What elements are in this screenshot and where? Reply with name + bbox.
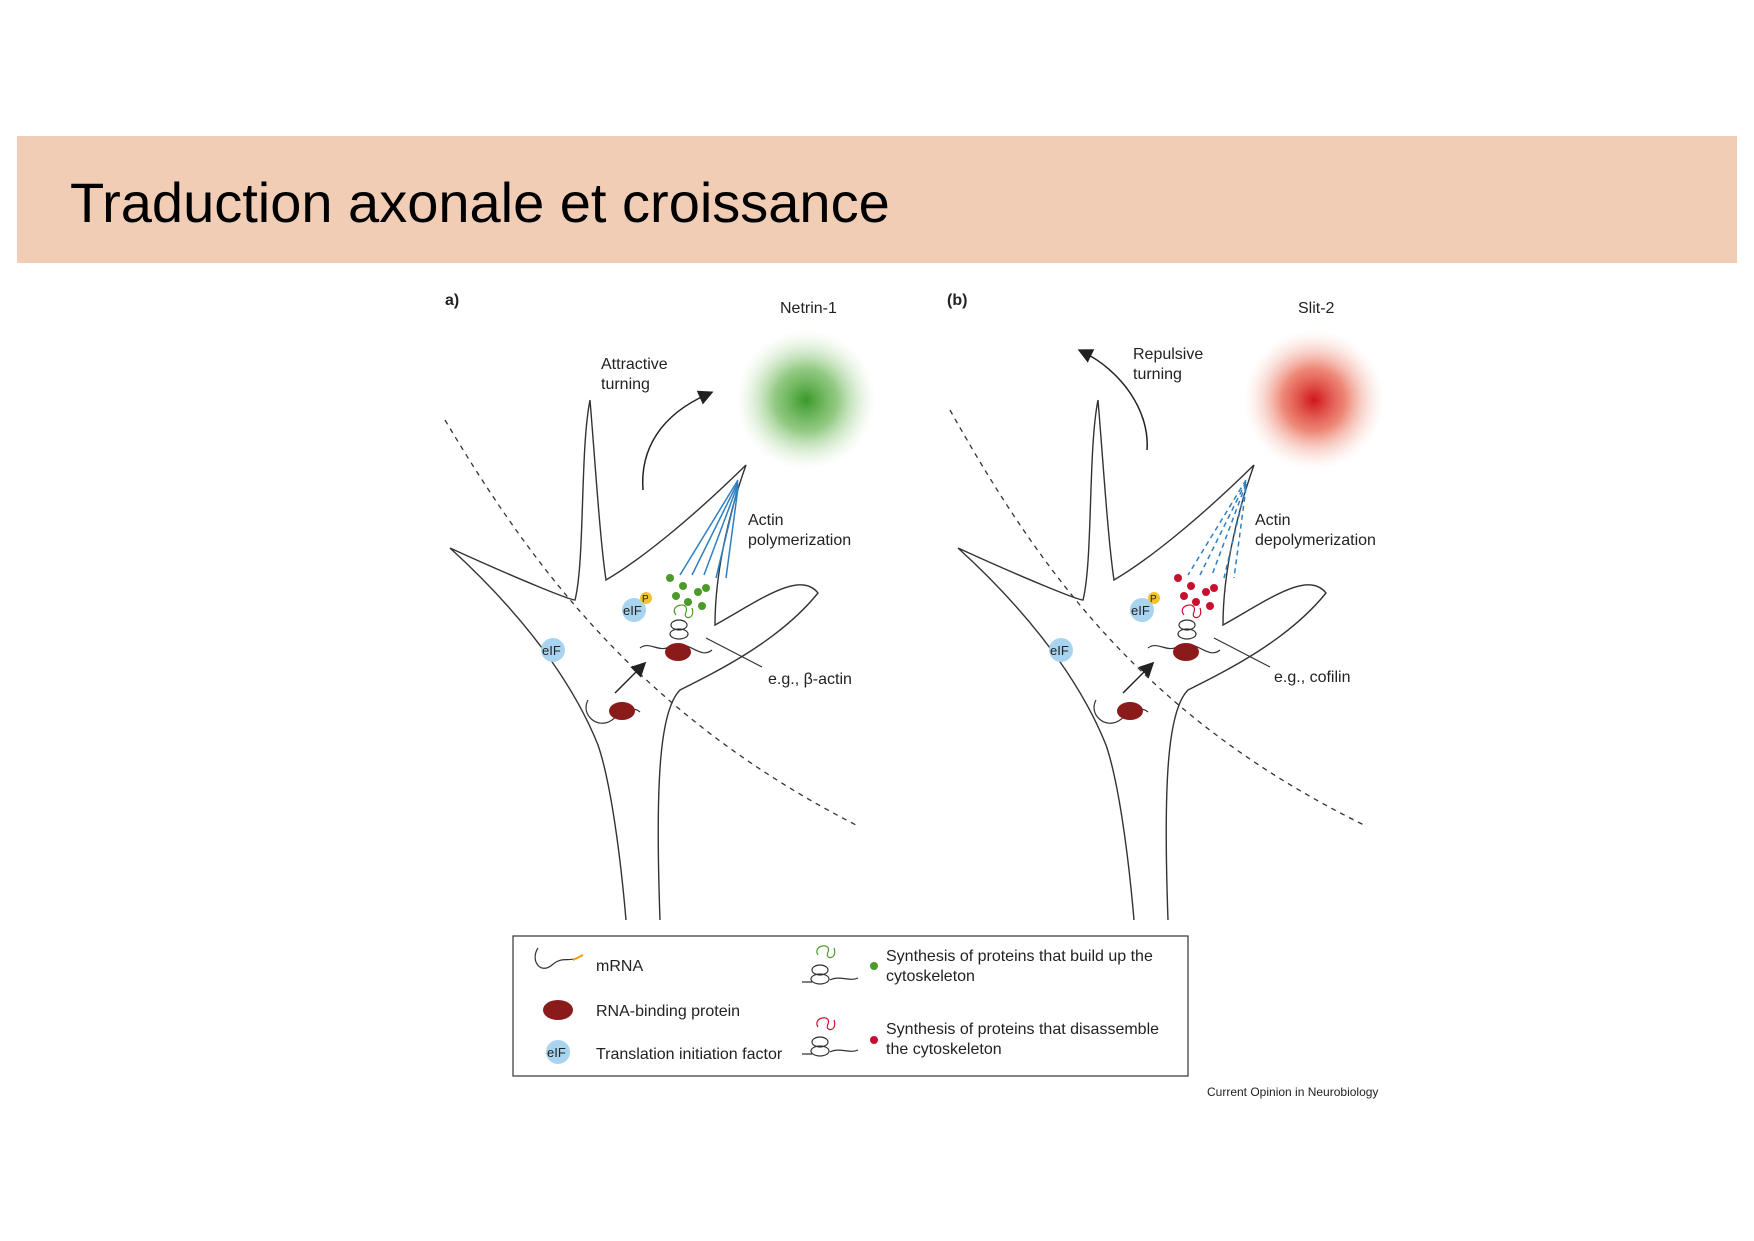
panel-b: (b) Slit-2 Repulsive turning Actin depol… (947, 292, 1384, 921)
actin-depoly-line2: depolymerization (1255, 532, 1376, 549)
title-band: Traduction axonale et croissance (17, 136, 1737, 263)
legend-build-line1: Synthesis of proteins that build up the (886, 948, 1153, 965)
rna-binding-protein-icon (1117, 702, 1143, 720)
legend-rbp: RNA-binding protein (596, 1003, 740, 1020)
figure-credit: Current Opinion in Neurobiology (1207, 1085, 1378, 1099)
slit-gradient (1244, 330, 1384, 470)
panel-a-cue-label: Netrin-1 (780, 300, 837, 317)
svg-text:eIF: eIF (547, 1045, 566, 1060)
svg-text:P: P (1150, 594, 1157, 605)
panel-b-cue-label: Slit-2 (1298, 300, 1335, 317)
panel-b-label: (b) (947, 292, 967, 309)
svg-text:eIF: eIF (623, 603, 642, 618)
eif-icon: eIF (546, 1040, 570, 1064)
ribosome-icon (1177, 604, 1202, 640)
ribosome-icon (669, 604, 694, 640)
repulsive-turning-line2: turning (1133, 366, 1182, 383)
svg-text:eIF: eIF (542, 643, 561, 658)
legend-box (512, 935, 1189, 1077)
legend-disassemble-line2: the cytoskeleton (886, 1041, 1002, 1058)
example-b: e.g., cofilin (1274, 669, 1350, 686)
transport-arrow (1122, 661, 1155, 694)
growth-cone-a-outline (449, 399, 819, 921)
example-pointer (705, 637, 763, 668)
growth-cone-b-outline (957, 399, 1327, 921)
transport-arrow (614, 661, 647, 694)
legend-disassemble-line1: Synthesis of proteins that disassemble (886, 1021, 1159, 1038)
legend: mRNA RNA-binding protein eIF Translation… (512, 935, 1189, 1077)
attractive-turning-line2: turning (601, 376, 650, 393)
repulsive-turning-line1: Repulsive (1133, 346, 1203, 363)
panel-b-dashed-line (949, 409, 1367, 827)
eif-icon: eIF P (1130, 592, 1160, 622)
rna-binding-protein-icon (609, 702, 635, 720)
actin-poly-line2: polymerization (748, 532, 851, 549)
ribosome-icon (802, 1017, 859, 1057)
netrin-gradient (736, 330, 876, 470)
mrna-icon (534, 947, 579, 969)
build-proteins-a (666, 574, 710, 610)
legend-eif: Translation initiation factor (596, 1046, 783, 1063)
disassemble-proteins-b (1174, 574, 1218, 610)
eif-icon: eIF (1049, 638, 1073, 662)
actin-poly-line1: Actin (748, 512, 784, 529)
svg-text:eIF: eIF (1050, 643, 1069, 658)
attractive-turning-arrow (641, 390, 714, 491)
panel-a: a) Netrin-1 Attractive turning Actin pol… (444, 292, 876, 921)
red-protein-dot (870, 1036, 878, 1044)
legend-mrna: mRNA (596, 958, 643, 975)
svg-text:P: P (642, 594, 649, 605)
panel-a-dashed-line (444, 419, 859, 827)
ribosome-icon (802, 945, 859, 985)
attractive-turning-line1: Attractive (601, 356, 668, 373)
slide-title: Traduction axonale et croissance (70, 171, 890, 234)
rna-binding-protein-icon (1173, 643, 1199, 661)
rna-binding-protein-icon (543, 1000, 573, 1020)
example-pointer (1213, 637, 1271, 668)
rna-binding-protein-icon (665, 643, 691, 661)
panel-a-label: a) (445, 292, 459, 309)
legend-build-line2: cytoskeleton (886, 968, 975, 985)
repulsive-turning-arrow (1077, 349, 1148, 451)
actin-filaments-a (679, 479, 739, 579)
svg-text:eIF: eIF (1131, 603, 1150, 618)
actin-depoly-line1: Actin (1255, 512, 1291, 529)
eif-icon: eIF (541, 638, 565, 662)
actin-filaments-b (1187, 479, 1247, 579)
green-protein-dot (870, 962, 878, 970)
eif-icon: eIF P (622, 592, 652, 622)
example-a: e.g., β-actin (768, 671, 852, 688)
